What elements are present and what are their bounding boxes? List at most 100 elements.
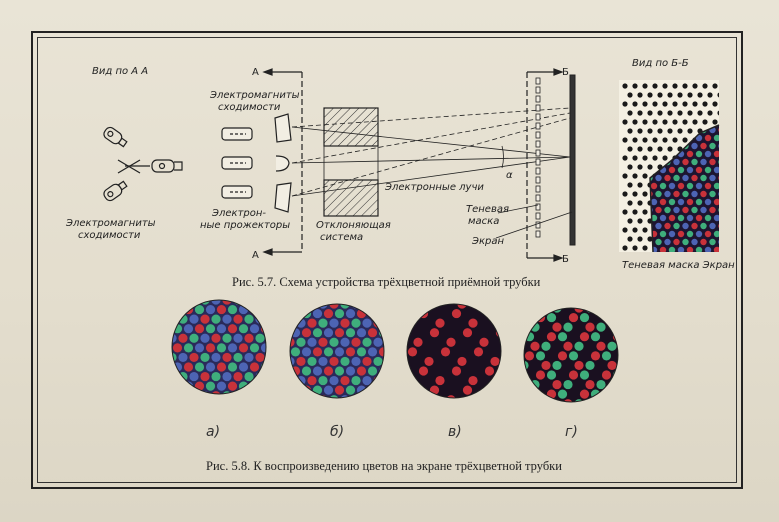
phosphor-dot: [334, 385, 345, 395]
phosphor-dot: [156, 334, 165, 343]
phosphor-dot: [686, 214, 694, 222]
phosphor-dot: [618, 380, 627, 389]
phosphor-dot: [552, 360, 562, 371]
phosphor-dot: [390, 366, 399, 375]
phosphor-dot: [323, 347, 334, 357]
phosphor-dot: [607, 399, 617, 402]
phosphor-dot: [590, 351, 601, 361]
phosphor-dot: [574, 308, 584, 313]
phosphor-dot: [274, 357, 283, 366]
mask-hole: [727, 92, 732, 97]
phosphor-dot: [677, 246, 685, 252]
phosphor-dot: [650, 198, 658, 206]
mask-hole: [697, 110, 703, 116]
phosphor-dot: [659, 246, 667, 252]
phosphor-dot: [244, 371, 254, 382]
phosphor-dot: [280, 366, 289, 375]
phosphor-dot: [440, 347, 451, 357]
phosphor-dot: [695, 198, 703, 206]
phosphor-dot: [624, 351, 633, 360]
phosphor-dot: [249, 362, 260, 372]
phosphor-dot: [568, 312, 579, 323]
phosphor-dot: [216, 343, 227, 353]
phosphor-dot: [723, 215, 729, 221]
phosphor-dot: [384, 338, 393, 347]
phosphor-dot: [723, 119, 729, 125]
phosphor-dot: [727, 191, 733, 197]
phosphor-dot: [390, 347, 399, 356]
mask-hole: [627, 236, 633, 242]
phosphor-dot: [677, 198, 685, 206]
phosphor-dot: [194, 362, 205, 372]
mask-hole: [712, 83, 718, 89]
phosphor-dot: [329, 356, 339, 367]
phosphor-dot: [367, 366, 378, 376]
mask-hole: [622, 227, 628, 233]
phosphor-dot: [362, 375, 372, 386]
phosphor-dot: [397, 328, 406, 337]
phosphor-dot: [668, 230, 676, 238]
phosphor-circle: [397, 304, 510, 398]
phosphor-dot: [541, 360, 551, 371]
mask-hole: [642, 173, 648, 179]
mask-hole: [637, 200, 643, 206]
phosphor-dot: [307, 318, 317, 328]
mask-hole: [727, 110, 732, 115]
phosphor-dot: [233, 314, 243, 324]
phosphor-dot: [535, 351, 546, 361]
deflection-line1: Отклоняющая: [316, 220, 391, 231]
phosphor-dot: [378, 308, 384, 319]
phosphor-dot: [704, 230, 712, 238]
phosphor-dot: [323, 328, 334, 338]
mask-hole: [642, 155, 648, 161]
phosphor-dot: [373, 395, 383, 398]
mask-hole: [727, 146, 732, 151]
phosphor-dot: [178, 333, 188, 343]
mask-hole: [622, 155, 628, 161]
phosphor-dot: [172, 343, 183, 353]
phosphor-dot: [362, 337, 372, 347]
figure-58-caption: Рис. 5.8. К воспроизведению цветов на эк…: [206, 459, 562, 473]
phosphor-dot: [718, 222, 719, 230]
phosphor-dot: [655, 222, 662, 230]
phosphor-dot: [508, 342, 517, 351]
phosphor-dot: [274, 376, 283, 385]
phosphor-dot: [329, 318, 339, 328]
phosphor-dot: [384, 319, 393, 328]
phosphor-dot: [655, 190, 662, 198]
phosphor-dot: [222, 371, 232, 382]
projectors-line2: ные прожекторы: [200, 220, 290, 231]
phosphor-dot: [362, 304, 372, 309]
phosphor-dot: [373, 337, 383, 347]
phosphor-dot: [296, 337, 306, 347]
phosphor-dot: [664, 238, 671, 246]
phosphor-dot: [397, 386, 406, 395]
phosphor-dot: [682, 190, 689, 198]
mask-hole: [687, 128, 693, 134]
phosphor-dot: [216, 304, 227, 315]
phosphor-dot: [682, 238, 689, 246]
phosphor-dot: [216, 324, 227, 334]
phosphor-dot: [272, 362, 281, 371]
mask-hole: [622, 209, 628, 215]
phosphor-dot: [211, 300, 221, 305]
phosphor-dot: [664, 174, 671, 182]
mask-hole: [622, 119, 628, 125]
mask-hole: [637, 110, 643, 116]
phosphor-dot: [367, 328, 378, 338]
phosphor-dot: [508, 361, 517, 370]
phosphor-dot: [362, 318, 372, 328]
phosphor-dot: [691, 158, 698, 166]
phosphor-dot: [407, 347, 418, 357]
phosphor-dot: [307, 304, 317, 309]
mask-hole: [642, 191, 648, 197]
phosphor-dot: [713, 166, 719, 174]
phosphor-dot: [618, 361, 627, 370]
mask-hole: [667, 92, 673, 98]
phosphor-dot: [501, 376, 510, 385]
phosphor-dot: [704, 246, 712, 252]
phosphor-dot: [407, 318, 412, 328]
mask-hole: [622, 101, 628, 107]
phosphor-dot: [172, 371, 177, 382]
